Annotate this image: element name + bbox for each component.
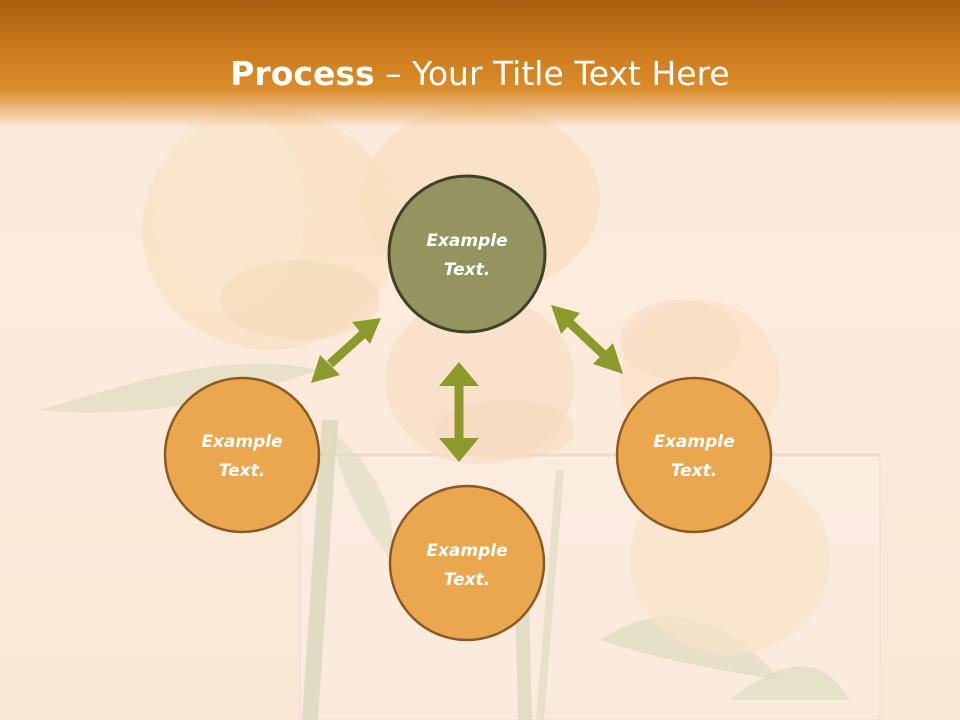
right-node-line1: Example (653, 432, 734, 452)
center-node-line1: Example (426, 231, 507, 251)
double-arrow-icon (551, 305, 623, 374)
bottom-node-line2: Text. (444, 570, 490, 590)
bottom-node: Example Text. (388, 484, 546, 642)
title-rest: – Your Title Text Here (374, 54, 730, 93)
left-node-line2: Text. (219, 461, 265, 481)
left-node: Example Text. (163, 376, 321, 534)
center-node-line2: Text. (444, 260, 490, 280)
right-node-line2: Text. (671, 461, 717, 481)
double-arrow-icon (311, 318, 381, 383)
slide-title: Process – Your Title Text Here (0, 52, 960, 96)
double-arrow-icon (439, 362, 479, 462)
center-node: Example Text. (387, 174, 547, 334)
bottom-node-line1: Example (426, 541, 507, 561)
right-node: Example Text. (615, 376, 773, 534)
left-node-line1: Example (201, 432, 282, 452)
title-bar (0, 0, 960, 128)
title-bold: Process (230, 54, 375, 93)
